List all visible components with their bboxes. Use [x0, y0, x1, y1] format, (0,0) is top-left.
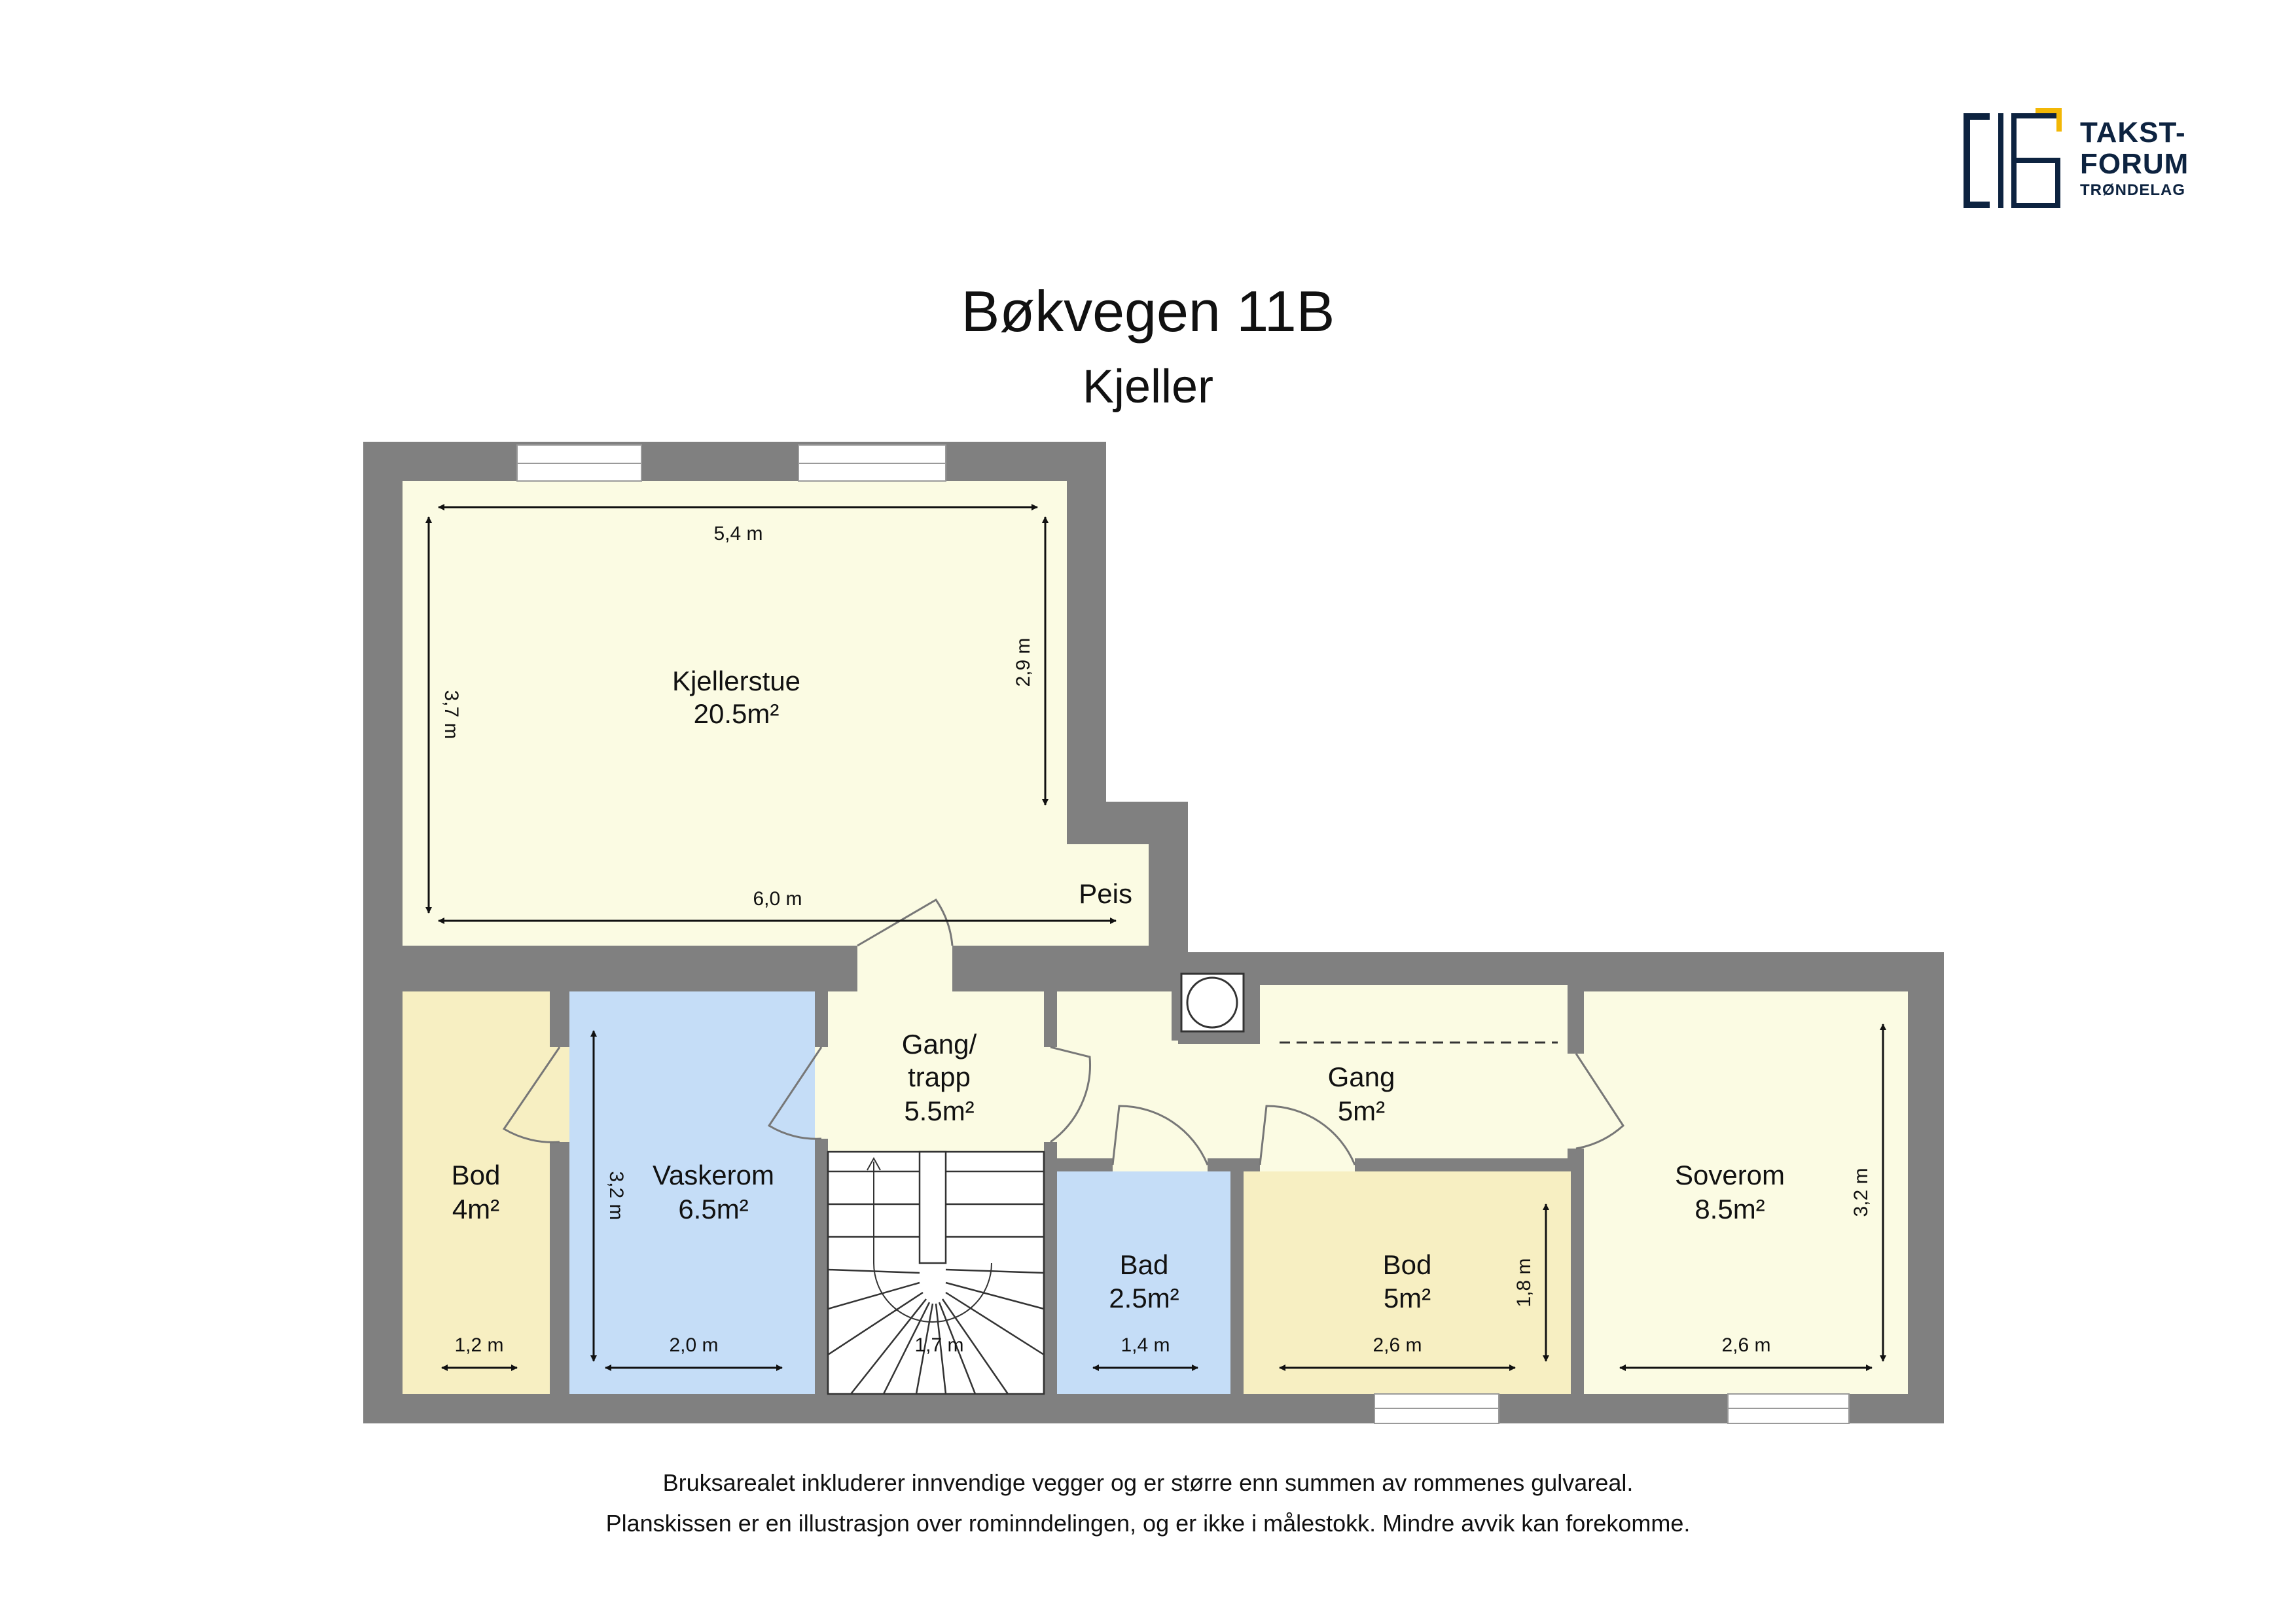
kjellerstue-peis: Peis [1079, 878, 1132, 909]
room-vaskerom [569, 991, 815, 1394]
bod2-area: 5m² [1384, 1283, 1431, 1313]
page-title: Bøkvegen 11B [961, 279, 1335, 344]
kjellerstue-area: 20.5m² [694, 698, 780, 729]
dimension-labels: 5,4 m 6,0 m 3,7 m 2,9 m 1,2 m 2,0 m 3,2 … [440, 523, 1872, 1356]
dim-kjellerstue-left: 3,7 m [440, 690, 462, 739]
soverom-area: 8.5m² [1695, 1194, 1765, 1224]
dim-soverom-height: 3,2 m [1850, 1168, 1872, 1217]
room-bod-1 [403, 991, 550, 1394]
door-bod-2 [1259, 1105, 1356, 1166]
door-vaskerom [767, 1046, 823, 1140]
dim-soverom-width: 2,6 m [1721, 1334, 1770, 1356]
logo-text-line2: FORUM [2080, 148, 2189, 180]
dimension-lines [425, 504, 1886, 1371]
page-subtitle: Kjeller [1082, 361, 1214, 413]
footer-note-1: Bruksarealet inkluderer innvendige vegge… [662, 1469, 1634, 1496]
door-gang [1050, 1046, 1091, 1143]
gang-trapp-name-2: trapp [908, 1061, 971, 1092]
room-bad [1057, 1171, 1230, 1394]
soverom-name: Soverom [1675, 1160, 1785, 1190]
vaskerom-area: 6.5m² [678, 1194, 748, 1224]
gang-trapp-name-1: Gang/ [902, 1029, 977, 1060]
window-bottom-1 [1374, 1393, 1499, 1424]
window-top-2 [798, 444, 946, 482]
dim-kjellerstue-bottom: 6,0 m [753, 888, 802, 910]
footer-note-2: Planskissen er en illustrasjon over romi… [605, 1510, 1691, 1537]
kjellerstue-name: Kjellerstue [672, 666, 800, 696]
gang-area: 5m² [1338, 1096, 1385, 1126]
room-soverom [1584, 991, 1908, 1394]
room-gang [1057, 985, 1568, 1158]
room-labels: Kjellerstue 20.5m² Peis Bod 4m² Vaskerom… [452, 666, 1785, 1313]
logo-text-line1: TAKST- [2080, 116, 2186, 149]
window-top-1 [516, 444, 642, 482]
door-bad [1111, 1105, 1209, 1166]
door-openings [550, 946, 1584, 1171]
dim-vaskerom-width: 2,0 m [669, 1334, 718, 1356]
logo-mark-icon [1964, 108, 2062, 208]
bod2-name: Bod [1383, 1249, 1432, 1280]
staircase [827, 1150, 1045, 1395]
door-soverom [1575, 1053, 1624, 1150]
room-kjellerstue [403, 481, 1149, 946]
windows [516, 444, 1850, 1424]
bod1-name: Bod [452, 1160, 501, 1190]
dim-bod2-width: 2,6 m [1372, 1334, 1422, 1356]
door-bod-1 [502, 1046, 561, 1143]
dim-kjellerstue-right: 2,9 m [1013, 637, 1034, 687]
room-bod-2 [1244, 1171, 1571, 1394]
dim-bod2-height: 1,8 m [1513, 1258, 1535, 1307]
vaskerom-name: Vaskerom [653, 1160, 774, 1190]
dim-bad-width: 1,4 m [1121, 1334, 1170, 1356]
dim-vaskerom-height: 3,2 m [605, 1171, 627, 1220]
door-swings [502, 899, 1624, 1166]
bad-area: 2.5m² [1109, 1283, 1179, 1313]
takstforum-logo [1960, 108, 2209, 213]
bod1-area: 4m² [452, 1194, 499, 1224]
logo-text-line3: TRØNDELAG [2080, 181, 2185, 199]
dim-bod1-width: 1,2 m [454, 1334, 503, 1356]
window-bottom-2 [1727, 1393, 1850, 1424]
dim-kjellerstue-top: 5,4 m [713, 523, 762, 544]
bad-name: Bad [1120, 1249, 1169, 1280]
gang-trapp-area: 5.5m² [904, 1096, 974, 1126]
chimney [1172, 965, 1253, 1041]
gang-name: Gang [1328, 1061, 1395, 1092]
dim-gang-trapp-width: 1,7 m [914, 1334, 963, 1356]
